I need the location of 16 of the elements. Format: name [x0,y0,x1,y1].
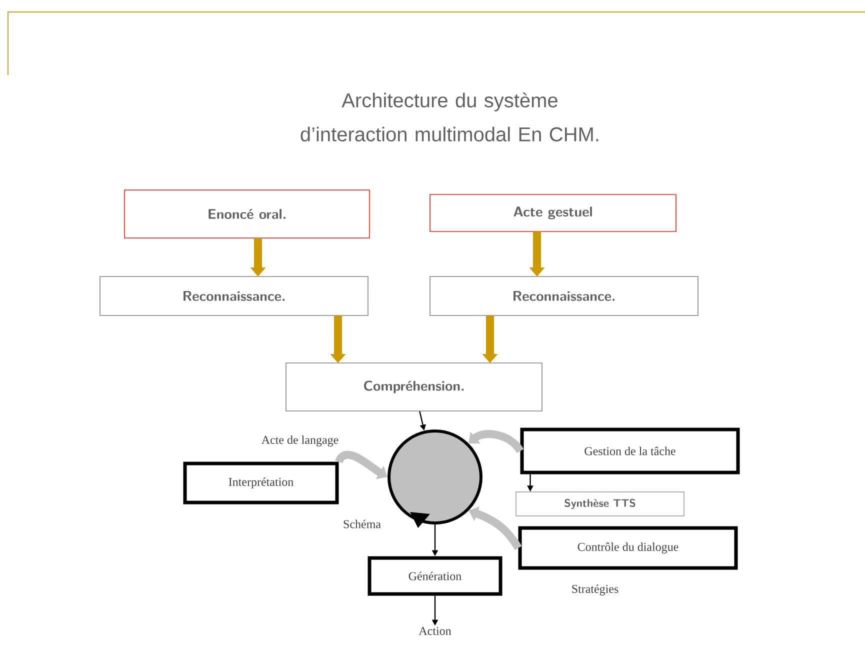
input-box: Acte gestuel [430,194,676,232]
annotation: Stratégies [572,584,618,596]
process-box: Reconnaissance. [100,276,368,316]
output-text: Action [418,626,452,635]
module-box: Interprétation [183,462,339,504]
annotation: Acte de langage [261,436,338,446]
annotation: Schéma [344,520,381,528]
process-box: Compréhension. [286,362,542,412]
module-box: Gestion de la tâche [520,428,740,474]
title: Architecture du système d’interaction multimodal En CHM. [300,92,598,142]
process-box: Reconnaissance. [430,276,698,316]
processing-circle [388,429,482,524]
input-box: Enoncé oral. [124,190,370,238]
module-box: Génération [368,556,502,596]
module-box: Contrôle du dialogue [518,526,738,570]
output-box: Synthèse TTS [516,492,684,516]
